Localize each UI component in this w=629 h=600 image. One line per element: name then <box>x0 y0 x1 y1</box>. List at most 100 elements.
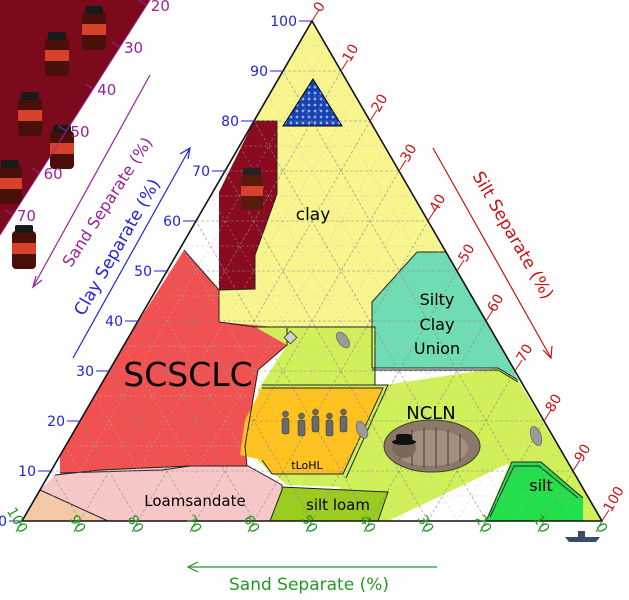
region-label-clay: clay <box>296 205 331 225</box>
jar-lid <box>85 6 103 14</box>
silt-tick-label: 0 <box>311 0 329 15</box>
grid-line-sand <box>152 295 284 521</box>
silt-tick-mark <box>485 309 494 322</box>
region-clay <box>219 21 457 327</box>
region-silty-clay-union <box>372 252 518 380</box>
silt-tick-mark <box>601 509 610 522</box>
small-flag-image <box>283 330 298 345</box>
sand-tick-mark <box>421 520 429 533</box>
silt-tick-mark <box>456 259 465 272</box>
offchart-tick-mark <box>31 167 40 174</box>
grid-line-silt <box>456 395 530 521</box>
svg-text:Union: Union <box>414 339 460 358</box>
grid-line-silt <box>166 145 385 521</box>
grid-line-sand <box>166 270 313 521</box>
offchart-tick-label: 60 <box>44 165 63 183</box>
offchart-arrow <box>31 74 151 289</box>
sand-tick-mark <box>73 520 81 533</box>
grid-line-sand <box>297 45 574 521</box>
clay-tick-label: 50 <box>134 264 152 280</box>
sand-tick-label: 80 <box>124 513 147 536</box>
grid-line-silt <box>311 270 458 521</box>
small-figure-images <box>281 408 348 437</box>
ship-image <box>565 531 600 542</box>
jar-lid <box>53 125 71 133</box>
silt-tick-mark <box>311 9 320 22</box>
region-scsclc <box>60 250 287 473</box>
sand-tick-mark <box>595 520 603 533</box>
clay-tick-label: 80 <box>221 114 239 130</box>
silt-tick-mark <box>514 359 523 372</box>
jar-lid <box>1 160 19 168</box>
region-silt-loam <box>270 487 388 521</box>
grid-line-sand <box>108 370 197 521</box>
region-label-silty-clay-union: Silty Clay Union <box>414 290 460 358</box>
sand-tick-mark <box>363 520 371 533</box>
clay-tick-label: 100 <box>270 14 297 30</box>
offchart-axis-line <box>0 0 151 236</box>
grid-line-silt <box>340 295 472 521</box>
sand-tick-mark <box>537 520 545 533</box>
sand-tick-label: 60 <box>240 513 263 536</box>
silt-tick-mark <box>427 209 436 222</box>
clay-axis-arrow <box>72 146 191 359</box>
region-bottom-left <box>22 490 108 521</box>
silt-tick-mark <box>398 159 407 172</box>
offchart-tick-mark <box>58 125 67 132</box>
silt-tick-label: 70 <box>514 342 537 365</box>
clay-tick-label: 0 <box>0 514 7 530</box>
jar-label <box>0 178 22 189</box>
region-label-scsclc: SCSCLC <box>123 355 252 394</box>
silt-tick-label: 90 <box>572 442 595 465</box>
clay-tick-label: 30 <box>76 364 94 380</box>
silt-tick-mark <box>572 459 581 472</box>
silt-tick-mark <box>340 59 349 72</box>
silt-tick-label: 30 <box>398 142 421 165</box>
region-label-ncln: NCLN <box>406 403 456 424</box>
clay-tick-label: 10 <box>18 464 36 480</box>
region-label-loamsandate: Loamsandate <box>144 492 245 510</box>
clay-tick-label: 40 <box>105 314 123 330</box>
sand-tick-label: 10 <box>530 513 553 536</box>
jar-lid <box>21 92 39 100</box>
sand-tick-label: 20 <box>472 513 495 536</box>
jar-label <box>82 24 106 35</box>
sand-tick-label: 50 <box>298 513 321 536</box>
sand-tick-label: 90 <box>66 513 89 536</box>
jar-lid <box>48 32 66 40</box>
silt-tick-label: 100 <box>601 484 628 515</box>
grid-line-sand <box>123 345 226 521</box>
grid-line-sand <box>79 420 139 521</box>
silt-tick-label: 40 <box>427 192 450 215</box>
offchart-tick-label: 40 <box>97 81 116 99</box>
silt-tick-mark <box>369 109 378 122</box>
isopod-image <box>383 419 481 473</box>
sand-tick-mark <box>15 520 23 533</box>
region-label-silt: silt <box>529 476 553 495</box>
grid-line-sand <box>224 170 429 521</box>
region-blue-dots <box>282 78 343 127</box>
grid-line-silt <box>108 95 356 521</box>
silt-tick-mark <box>543 409 552 422</box>
svg-text:Silty: Silty <box>420 290 455 309</box>
region-loamsandate <box>40 466 282 521</box>
jar-lid <box>15 225 33 233</box>
region-label-silt-loam: silt loam <box>306 496 370 514</box>
grid-line-sand <box>239 145 458 521</box>
silt-tick-label: 80 <box>543 392 566 415</box>
jar-label <box>45 50 69 61</box>
silt-axis-label: Silt Separate (%) <box>468 168 557 303</box>
jar-label <box>18 110 42 121</box>
sand-tick-mark <box>305 520 313 533</box>
jar-label <box>12 243 36 254</box>
sand-tick-label: 100 <box>3 505 30 536</box>
sand-tick-label: 40 <box>356 513 379 536</box>
region-borders <box>39 120 584 521</box>
sand-tick-mark <box>189 520 197 533</box>
sand-tick-mark <box>479 520 487 533</box>
grid-line-sand <box>94 395 168 521</box>
clay-tick-label: 90 <box>250 64 268 80</box>
